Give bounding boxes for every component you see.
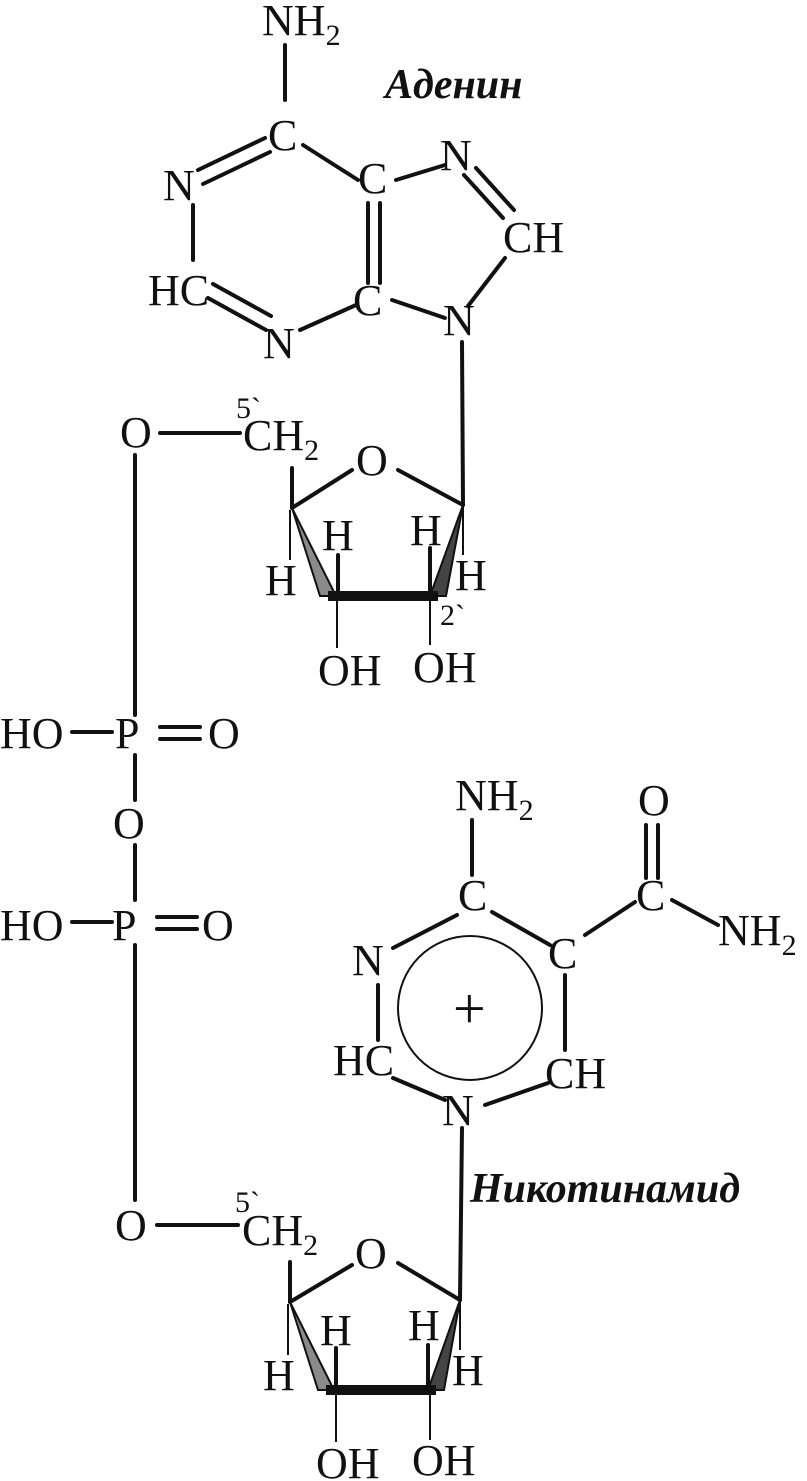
upper-5prime-locant: 5` — [236, 392, 261, 425]
adenine-amino-nitrogen: NH2 — [262, 0, 341, 52]
pyrophosphate-bridge: HO P O O HO P O — [0, 453, 240, 1202]
upper-2prime-locant: 2` — [440, 599, 465, 632]
carboxamide-carbon: C — [636, 871, 665, 920]
lower-o5-oxygen: O — [115, 1201, 147, 1250]
upper-c4-h: H — [265, 556, 297, 605]
lower-c2-h: H — [408, 1301, 440, 1350]
lower-ring-oxygen: O — [355, 1229, 387, 1278]
nicotinamide-label: Никотинамид — [469, 1166, 740, 1212]
lower-c3-oh: OH — [316, 1439, 380, 1481]
adenine-c6: C — [268, 111, 297, 160]
upper-c3-oh: OH — [318, 646, 382, 695]
upper-phosphate-hydroxyl: HO — [0, 709, 64, 758]
adenine-c4: C — [353, 276, 382, 325]
adenine-n3: N — [263, 319, 295, 368]
upper-ch2: CH2 — [243, 411, 319, 467]
adenine-group: NH2 C N C N CH HC C N N Аденин — [148, 0, 564, 507]
upper-ring-oxygen: O — [356, 436, 388, 485]
lower-phosphorus: P — [112, 901, 136, 950]
upper-c3-h: H — [322, 511, 354, 560]
carboxamide-oxygen: O — [638, 776, 670, 825]
lower-phosphate-hydroxyl: HO — [0, 901, 64, 950]
upper-o5-oxygen: O — [120, 408, 152, 457]
bridging-oxygen: O — [113, 799, 145, 848]
nicotinamide-n1: N — [442, 1086, 474, 1135]
upper-c1-h: H — [455, 551, 487, 600]
nicotinamide-c3: C — [548, 929, 577, 978]
lower-c3-h: H — [320, 1306, 352, 1355]
adenine-n7: N — [440, 131, 472, 180]
upper-c2-oh: OH — [413, 643, 477, 692]
nicotinamide-amino-group: NH2 — [455, 771, 534, 827]
upper-phosphorus: P — [115, 709, 139, 758]
nicotinamide-c4: C — [458, 871, 487, 920]
lower-phosphate-oxo: O — [202, 901, 234, 950]
adenine-c2: HC — [148, 266, 209, 315]
adenine-label: Аденин — [382, 62, 522, 108]
adenine-n1: N — [163, 161, 195, 210]
upper-c2-h: H — [410, 506, 442, 555]
nicotinamide-c-hc: HC — [333, 1036, 394, 1085]
lower-ch2: CH2 — [242, 1206, 318, 1262]
lower-c2-oh: OH — [412, 1436, 476, 1481]
nicotinamide-group: NH2 O C C NH2 N C + HC CH N Никотинамид — [333, 771, 797, 1302]
carboxamide-amino: NH2 — [718, 906, 797, 962]
adenine-n9: N — [443, 296, 475, 345]
upper-ribose: O 5` CH2 O H H H H 2` OH OH — [120, 392, 487, 695]
positive-charge-symbol: + — [453, 976, 486, 1041]
lower-ribose: O 5` CH2 O H H H H OH OH — [115, 1186, 484, 1481]
adenine-c5: C — [358, 154, 387, 203]
lower-5prime-locant: 5` — [235, 1186, 260, 1219]
lower-c1-h: H — [452, 1346, 484, 1395]
adenine-c8: CH — [503, 213, 564, 262]
nicotinamide-c-ch: CH — [545, 1049, 606, 1098]
nicotinamide-n-left: N — [352, 936, 384, 985]
lower-c4-h: H — [263, 1351, 295, 1400]
upper-phosphate-oxo: O — [208, 709, 240, 758]
